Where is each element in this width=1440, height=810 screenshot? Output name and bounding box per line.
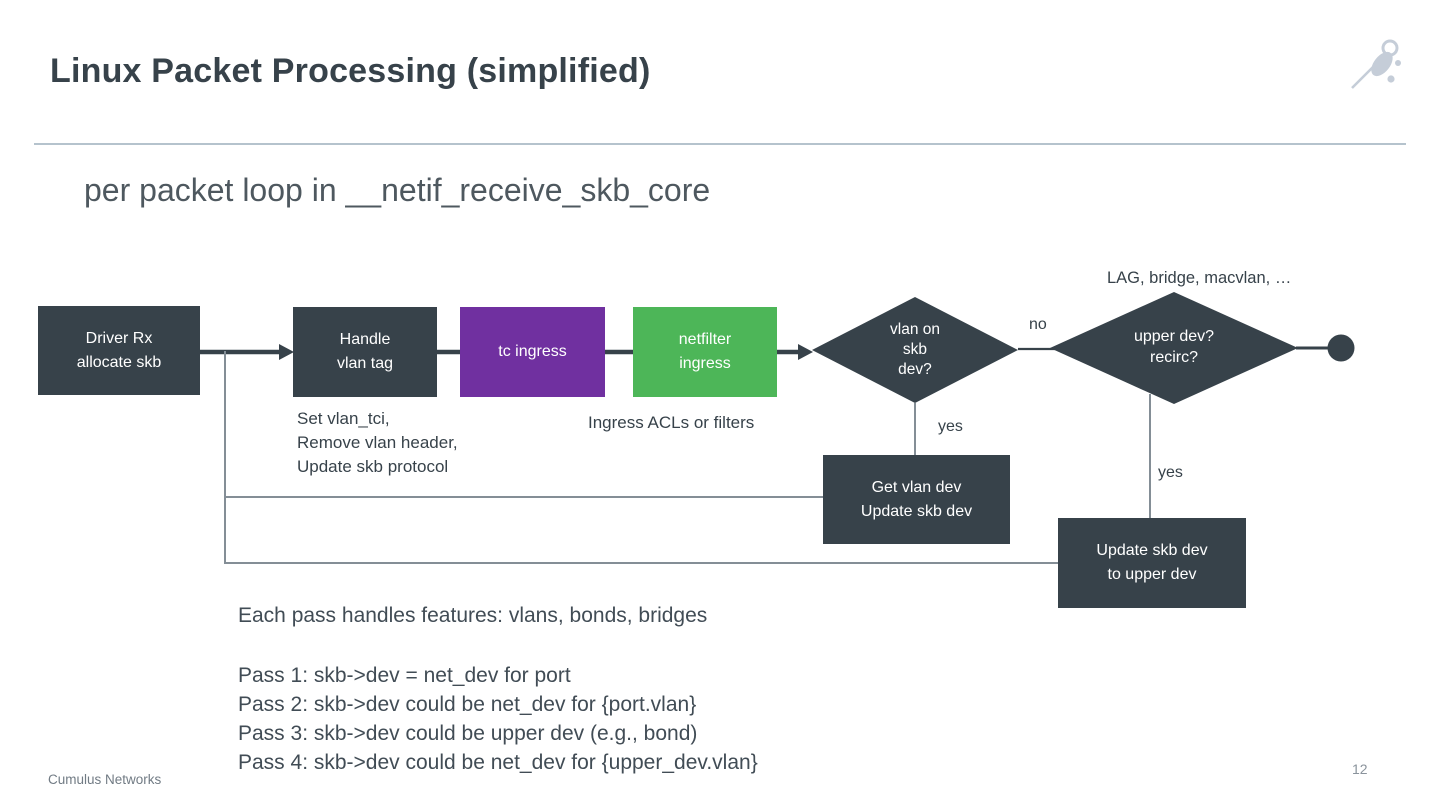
edge-label-yes-vlan: yes (938, 418, 963, 435)
flow-end-terminator (1327, 334, 1355, 362)
node-driver-rx: Driver Rx allocate skb (38, 306, 200, 395)
page-title: Linux Packet Processing (simplified) (50, 52, 651, 90)
node-update-skb-dev-upper: Update skb dev to upper dev (1058, 518, 1246, 608)
edge-label-no: no (1029, 316, 1047, 333)
node-netfilter-ingress: netfilter ingress (633, 307, 777, 397)
node-tc-ingress: tc ingress (460, 307, 605, 397)
pass-2-note: Pass 2: skb->dev could be net_dev for {p… (238, 693, 697, 716)
pass-1-note: Pass 1: skb->dev = net_dev for port (238, 664, 571, 687)
pass-notes: Each pass handles features: vlans, bonds… (238, 604, 758, 777)
node-get-vlan-dev: Get vlan dev Update skb dev (823, 455, 1010, 544)
annotation-ingress-note: Ingress ACLs or filters (588, 413, 755, 432)
cumulus-rocket-icon (1346, 36, 1404, 96)
pass-3-note: Pass 3: skb->dev could be upper dev (e.g… (238, 722, 698, 745)
annotation-vlan-note: Set vlan_tci, Remove vlan header, Update… (297, 409, 458, 477)
pass-4-note: Pass 4: skb->dev could be net_dev for {u… (238, 751, 758, 774)
header-divider (34, 143, 1406, 145)
node-handle-vlan-tag: Handle vlan tag (293, 307, 437, 397)
footer-company: Cumulus Networks (48, 772, 162, 787)
page-number: 12 (1352, 761, 1368, 777)
slide-subtitle: per packet loop in __netif_receive_skb_c… (84, 172, 711, 208)
each-pass-note: Each pass handles features: vlans, bonds… (238, 604, 708, 627)
edge-label-yes-upper: yes (1158, 464, 1183, 481)
annotation-upper-devs: LAG, bridge, macvlan, … (1107, 269, 1292, 287)
